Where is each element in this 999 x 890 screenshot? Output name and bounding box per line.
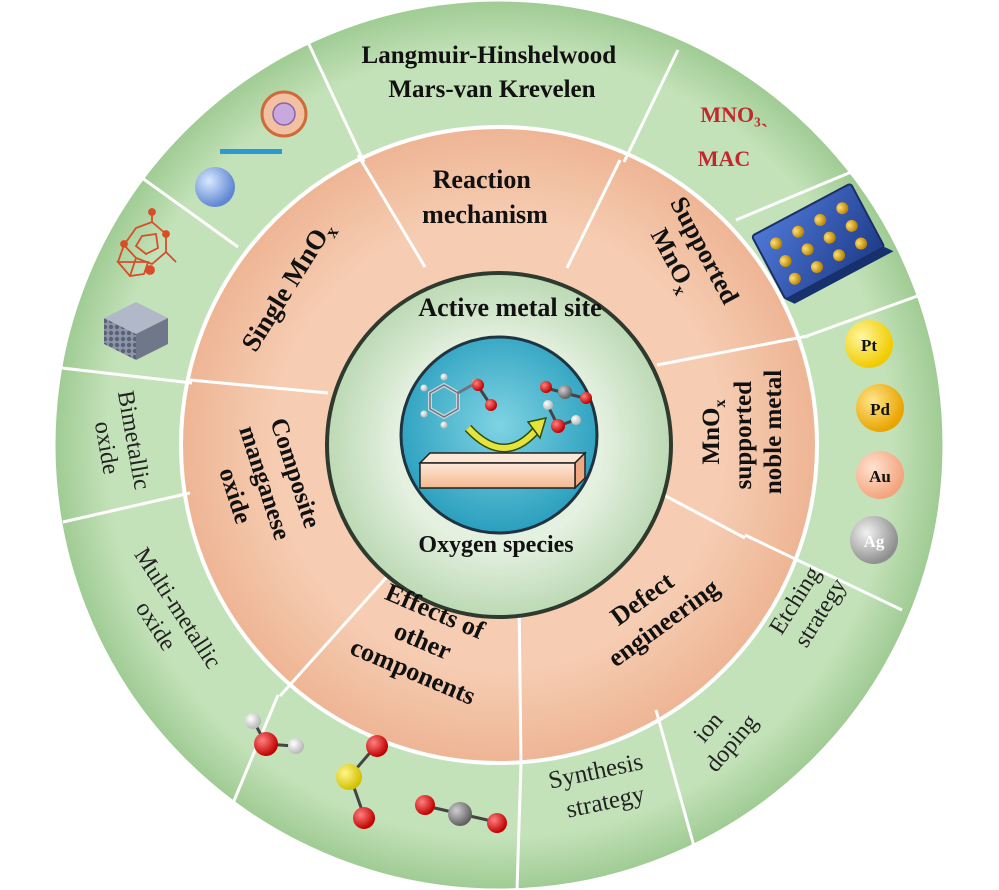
support-plate-icon xyxy=(751,183,894,304)
outer-ring-dividers xyxy=(61,37,935,890)
middle-ring-dividers xyxy=(189,154,809,766)
co2-product-icon xyxy=(540,381,592,404)
support-types-label: MNO₃ˎ MAC xyxy=(698,102,774,171)
ag-label: Ag xyxy=(864,532,885,551)
noble-metal-spheres: Pt Pd Au Ag xyxy=(845,320,904,564)
reaction-mechanism-label: Reaction mechanism xyxy=(422,165,548,229)
svg-text:MnOx: MnOx xyxy=(698,400,729,465)
au-sphere-icon: Au xyxy=(856,451,904,499)
water-product-icon xyxy=(543,400,581,433)
so2-molecule-icon xyxy=(336,735,388,829)
ag-sphere-icon: Ag xyxy=(850,516,898,564)
pt-label: Pt xyxy=(861,336,877,355)
co2-molecule-icon xyxy=(415,795,507,833)
oxygen-species-label: Oxygen species xyxy=(418,532,573,558)
reaction-arrow-icon xyxy=(464,416,548,453)
sphere-icon xyxy=(195,167,235,207)
pd-sphere-icon: Pd xyxy=(856,384,904,432)
svg-text:supported noble metal: supported noble metal xyxy=(730,370,787,494)
hollow-sphere-icon xyxy=(260,90,308,138)
reaction-pool xyxy=(399,335,599,535)
mechanism-models-label: Langmuir-Hinshelwood Mars-van Krevelen xyxy=(362,42,623,103)
active-metal-site-label: Active metal site xyxy=(418,293,601,322)
mnox-supported-noble-metal-label: MnOx supported noble metal xyxy=(698,370,787,494)
au-label: Au xyxy=(869,467,891,486)
pt-sphere-icon: Pt xyxy=(845,320,893,368)
water-molecule-icon xyxy=(245,713,304,756)
catalyst-bar-icon xyxy=(418,451,587,490)
mof-framework-icon xyxy=(116,208,177,277)
o2-molecule-icon xyxy=(472,379,497,411)
cubic-lattice-icon xyxy=(104,302,168,360)
pd-label: Pd xyxy=(870,400,890,419)
nanorod-icon xyxy=(220,149,282,154)
